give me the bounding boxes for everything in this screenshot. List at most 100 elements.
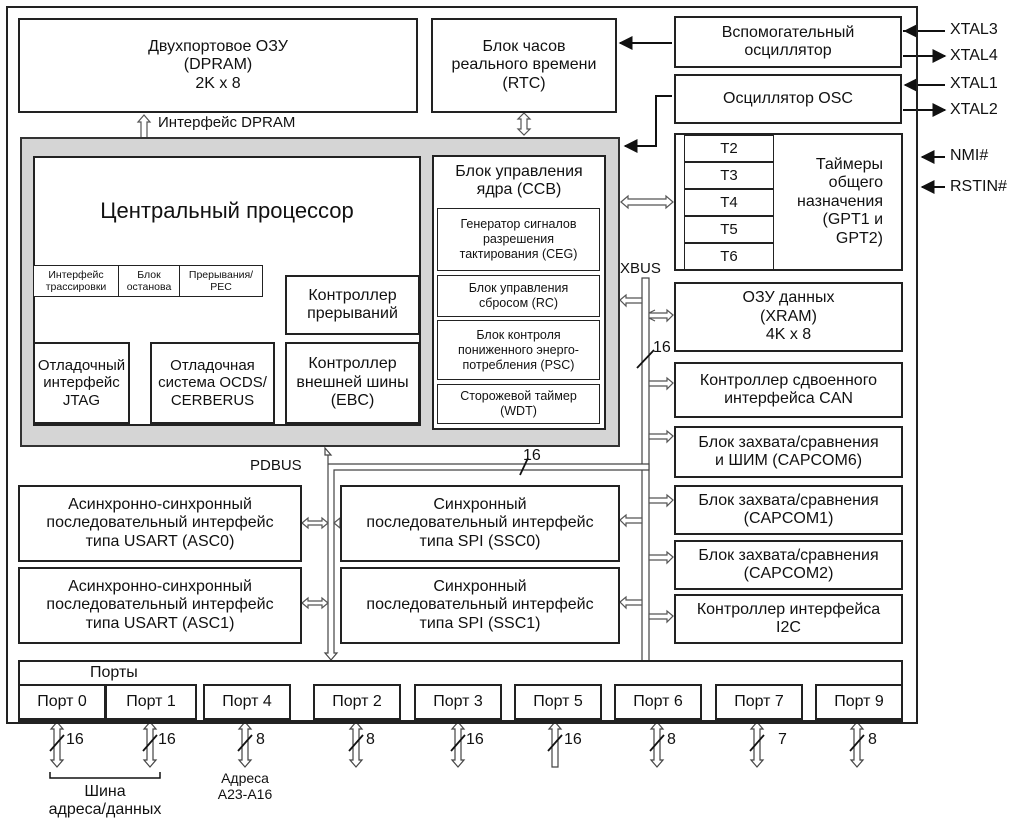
ccb-title: Блок управления ядра (CCB): [432, 157, 606, 205]
ssc0-block: Синхронный последовательный интерфейс ти…: [340, 485, 620, 562]
capcom2-l1: Блок захвата/сравнения: [698, 546, 879, 564]
xbus-width-tick: [636, 349, 655, 369]
pdbus-width-tick: [519, 457, 529, 476]
ssc1-l2: последовательный интерфейс: [366, 596, 594, 614]
capcom1-l1: Блок захвата/сравнения: [698, 491, 879, 509]
wdt-block: Сторожевой таймер (WDT): [437, 384, 600, 424]
jtag-block: Отладочный интерфейс JTAG: [33, 342, 130, 424]
addr-bus-bracket: [49, 772, 161, 779]
port-pin-arrows: [49, 721, 865, 768]
can-block: Контроллер сдвоенного интерфейса CAN: [674, 362, 903, 418]
pin-xtal1: XTAL1: [950, 75, 998, 92]
dpram-block: Двухпортовое ОЗУ (DPRAM) 2K x 8: [18, 18, 418, 113]
psc-l1: Блок контроля: [476, 327, 561, 342]
port-2: Порт 2: [313, 684, 401, 720]
ports-title: Порты: [90, 664, 138, 681]
rtc-l2: реального времени: [451, 56, 597, 74]
gpt-l2: общего: [828, 174, 883, 192]
port-5: Порт 5: [514, 684, 602, 720]
jtag-l3: JTAG: [62, 391, 101, 409]
port-1-width: 16: [158, 731, 176, 748]
port-5-width: 16: [564, 731, 582, 748]
capcom1-block: Блок захвата/сравнения (CAPCOM1): [674, 485, 903, 535]
jtag-l2: интерфейс: [43, 374, 120, 392]
ocds-l3: CERBERUS: [170, 391, 255, 409]
cpu-pec: Прерывания/ PEC: [179, 265, 263, 297]
ssc1-l3: типа SPI (SSC1): [419, 614, 541, 632]
gpt-l5: GPT2): [835, 229, 883, 247]
capcom2-block: Блок захвата/сравнения (CAPCOM2): [674, 540, 903, 590]
osc-block: Осциллятор OSC: [674, 74, 902, 124]
port-width-ticks: [49, 734, 865, 752]
pin-xtal2: XTAL2: [950, 101, 998, 118]
ocds-block: Отладочная система OCDS/ CERBERUS: [150, 342, 275, 424]
gpt-l1: Таймеры: [815, 156, 883, 174]
ccb-l2: ядра (CCB): [476, 181, 562, 198]
xram-l1: ОЗУ данных: [742, 289, 835, 307]
i2c-l2: I2C: [776, 619, 801, 636]
port-9-width: 8: [868, 731, 877, 748]
core-gpt-arrow: [620, 194, 674, 210]
aux-osc-l2: осциллятор: [744, 42, 832, 59]
capcom2-l2: (CAPCOM2): [743, 565, 834, 582]
port-7: Порт 7: [715, 684, 803, 720]
port-2-width: 8: [366, 731, 375, 748]
rc-l1: Блок управления: [468, 281, 569, 295]
xram-l2: (XRAM): [760, 307, 817, 325]
ssc0-l3: типа SPI (SSC0): [419, 532, 541, 550]
asc1-l2: последовательный интерфейс: [46, 596, 274, 614]
cpu-break-unit: Блок останова: [118, 265, 180, 297]
addr-hi-label: Адреса A23-A16: [205, 770, 285, 802]
chip-outline: [6, 6, 918, 724]
rtc-core-arrow: [516, 112, 532, 136]
asc1-l3: типа USART (ASC1): [85, 614, 235, 632]
int-ctrl-l1: Контроллер: [308, 286, 397, 304]
psc-l3: потребления (PSC): [462, 357, 575, 372]
timer-t4: T4: [684, 189, 774, 216]
addr-bus-label: Шина адреса/данных: [40, 783, 170, 820]
ebc-l2: внешней шины: [296, 373, 409, 391]
dpram-abbr: (DPRAM): [183, 56, 253, 74]
osc-to-core: [623, 95, 672, 153]
asc0-l2: последовательный интерфейс: [46, 514, 274, 532]
addr-bus-l2: адреса/данных: [48, 801, 162, 819]
asc0-block: Асинхронно-синхронный последовательный и…: [18, 485, 302, 562]
int-ctrl-block: Контроллер прерываний: [285, 275, 420, 335]
capcom1-l2: (CAPCOM1): [743, 510, 834, 527]
timer-t5: T5: [684, 216, 774, 243]
capcom6-l1: Блок захвата/сравнения: [698, 433, 879, 451]
port-6: Порт 6: [614, 684, 702, 720]
wdt-l1: Сторожевой таймер: [460, 389, 577, 403]
port-3-width: 16: [466, 731, 484, 748]
ceg-l2: разрешения: [482, 232, 555, 246]
asc1-block: Асинхронно-синхронный последовательный и…: [18, 567, 302, 644]
timer-t3: T3: [684, 162, 774, 189]
asc1-l1: Асинхронно-синхронный: [68, 577, 252, 595]
pdbus-width: 16: [523, 447, 541, 464]
ssc1-l1: Синхронный: [433, 577, 527, 595]
dpram-size: 2K x 8: [195, 74, 241, 92]
addr-bus-l1: Шина: [84, 783, 126, 800]
cpu-trace-if: Интерфейс трассировки: [33, 265, 119, 297]
gpt-l3: назначения: [797, 192, 883, 210]
ceg-l1: Генератор сигналов: [460, 217, 577, 231]
rtc-l1: Блок часов: [482, 37, 566, 55]
cpu-break-label: Блок останова: [126, 268, 172, 293]
pin-xtal3: XTAL3: [950, 21, 998, 38]
addr-hi-l2: A23-A16: [217, 786, 273, 803]
capcom6-l2: и ШИМ (CAPCOM6): [714, 452, 863, 469]
xbus-stubs: [619, 293, 674, 624]
ssc0-l2: последовательный интерфейс: [366, 514, 594, 532]
rc-block: Блок управления сбросом (RC): [437, 275, 600, 317]
jtag-l1: Отладочный: [37, 357, 126, 375]
ceg-l3: тактирования (CEG): [459, 247, 578, 261]
rtc-block: Блок часов реального времени (RTC): [431, 18, 617, 113]
port-4-width: 8: [256, 731, 265, 748]
cpu-pec-label: Прерывания/ PEC: [188, 268, 254, 293]
port-1: Порт 1: [105, 684, 197, 720]
rc-l2: сбросом (RC): [478, 296, 559, 310]
xram-l3: 4K x 8: [765, 326, 812, 344]
cpu-trace-label: Интерфейс трассировки: [45, 268, 107, 293]
xbus-width: 16: [653, 339, 671, 356]
port-3: Порт 3: [414, 684, 502, 720]
